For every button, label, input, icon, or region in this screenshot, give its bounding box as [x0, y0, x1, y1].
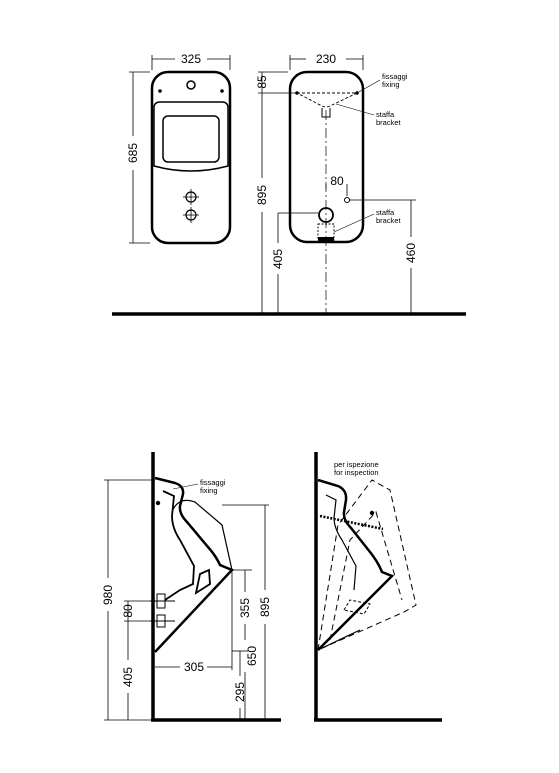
side-outlet-offset-dimension — [325, 184, 348, 196]
front-height-dimension — [129, 71, 150, 244]
side-inlet-height-label: 405 — [271, 249, 285, 269]
section-d405-label: 405 — [121, 667, 135, 687]
inspection-label-it: per ispezione — [334, 460, 379, 469]
front-fixing-right — [220, 89, 224, 93]
side-bracket-bottom-label-it: staffa — [376, 208, 395, 217]
front-outlet-upper-icon — [183, 189, 199, 205]
inspection-hinge-chain — [319, 514, 384, 531]
section-fixing-label-en: fixing — [200, 486, 218, 495]
section-fixing-point — [155, 500, 161, 506]
section-fixing-label-it: fissaggi — [200, 478, 226, 487]
section-d650-label: 650 — [245, 646, 259, 666]
inspection-trap-dashed — [343, 599, 371, 615]
front-urinal-outline — [150, 70, 232, 245]
section-inner-curve — [171, 499, 233, 571]
side-height-dimension — [258, 71, 296, 314]
front-bowl-opening — [162, 115, 220, 163]
section-inlet-dimension — [124, 600, 150, 720]
side-bracket-top-label-en: bracket — [376, 118, 402, 127]
front-inner-shell — [153, 101, 229, 172]
section-total-height-label: 980 — [101, 585, 115, 605]
front-outlet-lower-icon — [183, 207, 199, 223]
section-d355-label: 355 — [238, 598, 252, 618]
inspection-label-en: for inspection — [334, 468, 379, 477]
section-d305-label: 305 — [184, 660, 204, 674]
section-d80-label: 80 — [121, 604, 135, 618]
section-trap — [194, 568, 211, 595]
inspection-hinge-line — [317, 629, 361, 651]
side-fixing-label-it: fissaggi — [382, 72, 408, 81]
side-drain — [318, 207, 334, 223]
section-pipe-connection — [150, 593, 175, 628]
side-fixing-label-en: fixing — [382, 80, 400, 89]
front-height-label: 685 — [126, 143, 140, 163]
section-urinal-inner — [162, 490, 195, 601]
side-bracket-bottom-label-en: bracket — [376, 216, 402, 225]
front-top-hole — [186, 80, 196, 90]
inspection-view: per ispezione for inspection — [314, 452, 442, 722]
inspection-rotated-inner — [329, 511, 403, 641]
side-outlet-dimension — [350, 199, 416, 314]
side-top-bracket — [296, 92, 358, 108]
side-urinal-outline — [288, 70, 365, 244]
side-outlet-hole — [344, 197, 350, 203]
section-vertical-dimensions — [222, 504, 269, 720]
side-outlet-height-label: 460 — [404, 243, 418, 263]
side-width-dimension — [289, 55, 364, 70]
side-inlet-dimension — [277, 212, 300, 314]
front-view: 325 685 — [126, 52, 232, 245]
side-bottom-bracket-fill — [318, 237, 334, 242]
inspection-fixing-point — [369, 510, 375, 516]
section-d895-label: 895 — [258, 597, 272, 617]
section-view: fissaggi fixing 980 80 405 — [101, 452, 281, 722]
section-d295-label: 295 — [233, 682, 247, 702]
inspection-rotated-outline — [317, 479, 417, 651]
front-width-dimension — [151, 55, 231, 70]
side-width-label: 230 — [316, 52, 336, 66]
section-fixing-leader — [172, 483, 199, 490]
inspection-inner — [325, 494, 357, 591]
side-view: fissaggi fixing staffa bracket staffa br… — [255, 52, 418, 314]
front-width-label: 325 — [181, 52, 201, 66]
side-top-offset-label: 85 — [255, 75, 269, 89]
side-outlet-offset-label: 80 — [330, 174, 344, 188]
section-depth-dimension — [155, 570, 233, 670]
front-fixing-left — [158, 89, 162, 93]
side-fixing-height-label: 895 — [255, 185, 269, 205]
side-bracket-top-label-it: staffa — [376, 110, 395, 119]
